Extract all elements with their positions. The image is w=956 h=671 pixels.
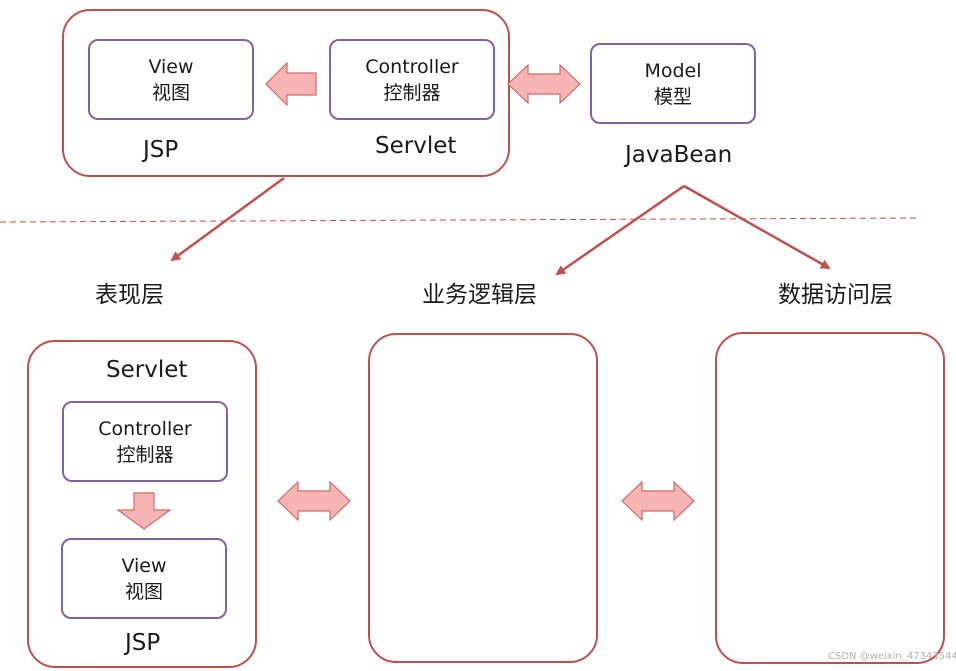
bottom-controller-box: Controller 控制器	[62, 401, 228, 482]
model-box: Model 模型	[590, 43, 756, 124]
presentation-layer-label: 表现层	[95, 282, 164, 308]
top-controller-box: Controller 控制器	[329, 39, 495, 120]
presentation-business-double-arrow	[277, 480, 351, 522]
dashed-separator	[0, 217, 919, 223]
model-label-en: Model	[644, 59, 702, 82]
bottom-controller-label-zh: 控制器	[116, 443, 174, 466]
controller-model-double-arrow	[507, 63, 581, 105]
bottom-servlet-label: Servlet	[106, 357, 188, 383]
presentation-layer-box	[27, 340, 257, 668]
top-jsp-label: JSP	[143, 137, 179, 163]
business-layer-box	[368, 333, 598, 663]
data-access-layer-box	[715, 332, 945, 664]
top-controller-label-en: Controller	[365, 55, 459, 78]
top-servlet-label: Servlet	[375, 133, 457, 159]
business-layer-label: 业务逻辑层	[422, 282, 537, 308]
bottom-controller-label-en: Controller	[98, 417, 192, 440]
top-view-label-zh: 视图	[151, 81, 190, 104]
watermark: CSDN @weixin_47343544	[828, 651, 956, 662]
bottom-view-label-en: View	[121, 554, 167, 577]
business-data-double-arrow	[621, 480, 695, 522]
top-view-box: View 视图	[88, 39, 254, 120]
javabean-to-data-line-arrow	[683, 184, 831, 270]
mvc-to-presentation-line-arrow	[170, 176, 285, 262]
model-label-zh: 模型	[653, 85, 692, 108]
javabean-label: JavaBean	[625, 142, 733, 168]
bottom-jsp-label: JSP	[125, 630, 161, 656]
data-access-layer-label: 数据访问层	[778, 282, 893, 308]
bottom-view-box: View 视图	[61, 538, 227, 619]
javabean-to-business-line-arrow	[555, 184, 685, 276]
bottom-view-label-zh: 视图	[124, 580, 163, 603]
top-controller-label-zh: 控制器	[383, 81, 441, 104]
top-view-label-en: View	[148, 55, 194, 78]
